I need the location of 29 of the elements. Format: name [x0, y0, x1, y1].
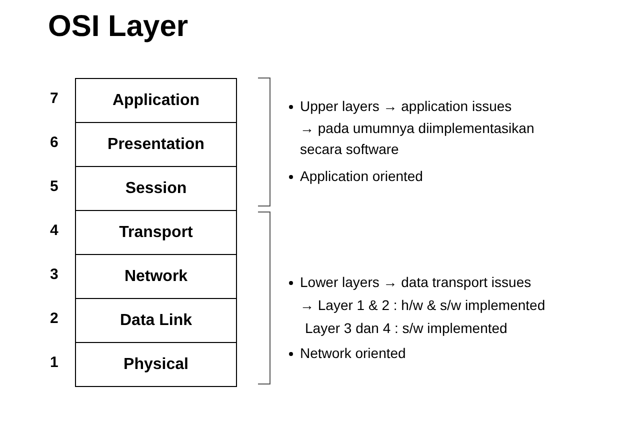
layer-name: Application [112, 92, 200, 110]
note-text: Upper layers → application issues [300, 97, 513, 116]
layer-box [75, 210, 237, 255]
note-text: Lower layers → data transport issues [300, 273, 532, 292]
slide-title: OSI Layer [48, 10, 188, 44]
note-text: → pada umumnya diimplementasikan secara software [300, 119, 536, 159]
note-text: Layer 3 dan 4 : s/w implemented [305, 319, 508, 338]
layer-name: Presentation [108, 136, 204, 154]
layer-box [75, 254, 237, 299]
layer-name: Data Link [120, 312, 192, 330]
layer-number: 6 [50, 134, 58, 151]
layer-name: Physical [124, 356, 188, 374]
layer-number: 3 [50, 266, 58, 283]
layer-number: 2 [50, 310, 58, 327]
layer-name: Session [125, 180, 187, 198]
layer-number: 4 [50, 222, 58, 239]
layer-box [75, 298, 237, 343]
layer-box [75, 166, 237, 211]
note-text: → Layer 1 & 2 : h/w & s/w implemented [300, 296, 546, 315]
layer-box [75, 342, 237, 387]
layer-name: Network [124, 268, 188, 286]
note-text: Application oriented [300, 167, 424, 186]
layer-number: 1 [50, 354, 58, 371]
note-text: Network oriented [300, 344, 407, 363]
layer-name: Transport [119, 224, 193, 242]
layer-number: 7 [50, 90, 58, 107]
layer-number: 5 [50, 178, 58, 195]
layer-box [75, 122, 237, 167]
layer-box [75, 78, 237, 123]
